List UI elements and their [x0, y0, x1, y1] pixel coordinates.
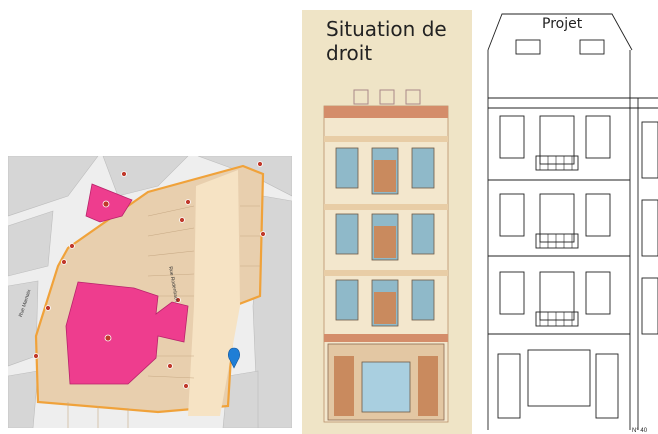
location-pin-icon	[228, 347, 240, 369]
existing-situation-title: Situation de droit	[326, 17, 447, 65]
facade-drawing-project: Projet N° 40	[482, 10, 658, 434]
map-canvas	[8, 156, 292, 428]
building-number-label: N° 40	[632, 428, 648, 434]
existing-facade-canvas	[323, 89, 449, 423]
project-title: Projet	[542, 16, 583, 32]
facade-drawing-existing: Situation de droit	[302, 10, 472, 434]
cadastral-map: Rue Marnaix Rue Rodenbach	[8, 156, 292, 428]
project-facade-canvas	[487, 13, 658, 430]
